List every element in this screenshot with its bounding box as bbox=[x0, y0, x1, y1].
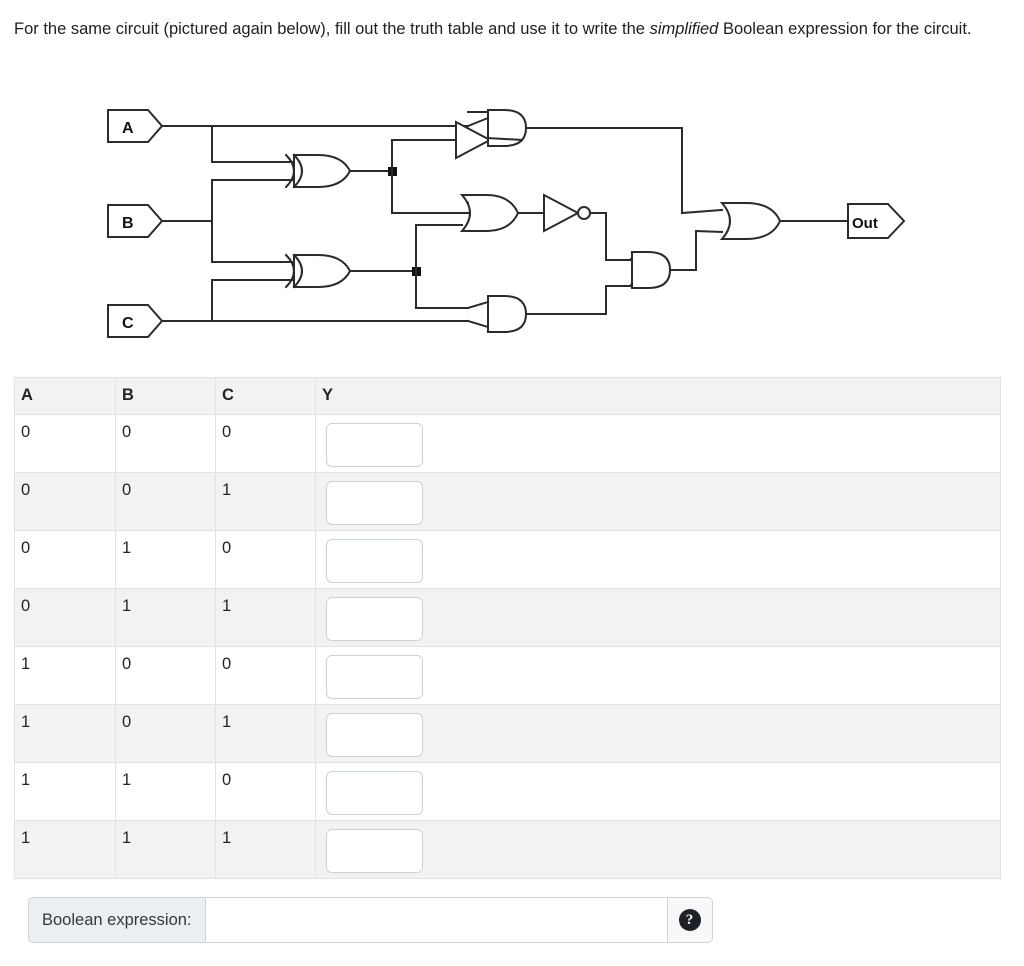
cell-b: 0 bbox=[115, 414, 216, 473]
cell-y bbox=[315, 704, 1001, 763]
table-header-row: A B C Y bbox=[14, 377, 1001, 415]
cell-c: 0 bbox=[215, 530, 316, 589]
cell-y bbox=[315, 820, 1001, 879]
cell-c: 1 bbox=[215, 820, 316, 879]
y-input-row-6[interactable] bbox=[326, 713, 423, 757]
cell-y bbox=[315, 762, 1001, 821]
cell-b: 1 bbox=[115, 762, 216, 821]
input-label-c: C bbox=[122, 315, 134, 332]
cell-y bbox=[315, 414, 1001, 473]
output-label: Out bbox=[852, 215, 878, 232]
cell-a: 1 bbox=[14, 762, 116, 821]
or-gate-final bbox=[719, 202, 782, 240]
question-mark-icon: ? bbox=[678, 909, 701, 931]
prompt-text-part1: For the same circuit (pictured again bel… bbox=[14, 20, 650, 38]
cell-c: 0 bbox=[215, 414, 316, 473]
cell-b: 1 bbox=[115, 588, 216, 647]
cell-a: 0 bbox=[14, 472, 116, 531]
input-pin-c bbox=[107, 304, 164, 338]
input-label-a: A bbox=[122, 120, 134, 137]
y-input-row-3[interactable] bbox=[326, 539, 423, 583]
cell-b: 1 bbox=[115, 530, 216, 589]
y-input-row-7[interactable] bbox=[326, 771, 423, 815]
table-row: 0 0 1 bbox=[14, 472, 1001, 531]
table-row: 1 0 1 bbox=[14, 704, 1001, 763]
table-row: 0 1 1 bbox=[14, 588, 1001, 647]
y-input-row-5[interactable] bbox=[326, 655, 423, 699]
column-header-y: Y bbox=[315, 377, 1001, 415]
input-label-b: B bbox=[122, 215, 134, 232]
y-input-row-2[interactable] bbox=[326, 481, 423, 525]
y-input-row-1[interactable] bbox=[326, 423, 423, 467]
cell-c: 1 bbox=[215, 704, 316, 763]
cell-a: 1 bbox=[14, 820, 116, 879]
question-prompt: For the same circuit (pictured again bel… bbox=[14, 14, 974, 44]
cell-y bbox=[315, 646, 1001, 705]
input-pin-b bbox=[107, 204, 164, 238]
y-input-row-8[interactable] bbox=[326, 829, 423, 873]
cell-b: 1 bbox=[115, 820, 216, 879]
or-gate-middle bbox=[459, 194, 520, 232]
output-pin bbox=[847, 203, 906, 239]
and-gate-3 bbox=[631, 251, 672, 289]
table-row: 0 1 0 bbox=[14, 530, 1001, 589]
not-gate-2 bbox=[543, 193, 591, 233]
boolean-expression-input[interactable] bbox=[204, 897, 667, 943]
truth-table-body: 0 0 0 0 0 1 0 1 0 bbox=[14, 414, 1001, 879]
y-input-row-4[interactable] bbox=[326, 597, 423, 641]
boolean-expression-label: Boolean expression: bbox=[28, 897, 205, 943]
column-header-b: B bbox=[115, 377, 216, 415]
table-row: 1 0 0 bbox=[14, 646, 1001, 705]
cell-y bbox=[315, 588, 1001, 647]
cell-a: 1 bbox=[14, 646, 116, 705]
input-pin-a bbox=[107, 109, 164, 143]
cell-a: 0 bbox=[14, 588, 116, 647]
table-row: 1 1 0 bbox=[14, 762, 1001, 821]
cell-y bbox=[315, 472, 1001, 531]
and-gate-2 bbox=[487, 295, 528, 333]
cell-b: 0 bbox=[115, 646, 216, 705]
cell-c: 1 bbox=[215, 588, 316, 647]
cell-a: 0 bbox=[14, 530, 116, 589]
prompt-text-part2: Boolean expression for the circuit. bbox=[718, 20, 972, 38]
cell-y bbox=[315, 530, 1001, 589]
xor-gate-2 bbox=[284, 253, 352, 289]
cell-c: 0 bbox=[215, 762, 316, 821]
table-row: 1 1 1 bbox=[14, 820, 1001, 879]
cell-b: 0 bbox=[115, 472, 216, 531]
help-button[interactable]: ? bbox=[666, 897, 713, 943]
circuit-diagram: A B C Out bbox=[100, 100, 920, 352]
cell-b: 0 bbox=[115, 704, 216, 763]
table-row: 0 0 0 bbox=[14, 414, 1001, 473]
cell-a: 1 bbox=[14, 704, 116, 763]
column-header-c: C bbox=[215, 377, 316, 415]
cell-c: 0 bbox=[215, 646, 316, 705]
boolean-expression-group: Boolean expression: ? bbox=[28, 897, 713, 943]
cell-a: 0 bbox=[14, 414, 116, 473]
truth-table: A B C Y 0 0 0 0 0 1 bbox=[14, 377, 1001, 879]
column-header-a: A bbox=[14, 377, 116, 415]
cell-c: 1 bbox=[215, 472, 316, 531]
xor-gate-1 bbox=[284, 153, 352, 189]
prompt-emphasis: simplified bbox=[649, 20, 719, 38]
